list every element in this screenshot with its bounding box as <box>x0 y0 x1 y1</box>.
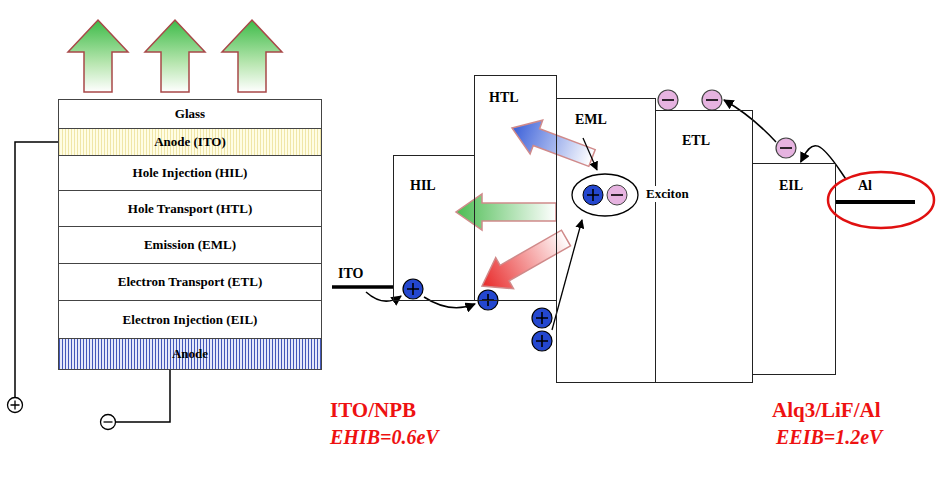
electrode-ellipse: Al <box>826 170 936 230</box>
layer-box: Glass <box>58 99 322 129</box>
layer-name: Hole Injection (HIL) <box>133 165 248 181</box>
minus-sign <box>104 421 113 422</box>
light-arrow <box>222 20 282 92</box>
minus-sign <box>780 147 792 149</box>
plus-sign <box>536 312 548 324</box>
plus-sign <box>407 283 419 295</box>
layer-box: Electron Transport (ETL) <box>58 263 322 301</box>
emission-arrow <box>512 120 595 166</box>
electron-transfer-arrow <box>724 100 776 142</box>
energy-level-box: HIL <box>393 155 475 301</box>
layer-name: Glass <box>175 106 205 122</box>
emission-arrow <box>456 194 556 230</box>
plus-sign <box>482 294 494 306</box>
electron-symbol <box>702 90 722 110</box>
light-arrows <box>68 20 282 92</box>
light-arrow <box>145 20 205 92</box>
electron-symbol <box>607 185 627 205</box>
layer-box: Anode (ITO) <box>58 128 322 156</box>
exciton-outline <box>570 172 640 218</box>
level-name: HTL <box>489 90 519 106</box>
layer-name: Anode (ITO) <box>154 134 226 150</box>
level-name: EIL <box>779 178 803 194</box>
highlight-ellipse <box>828 172 934 228</box>
layer-box: Hole Transport (HTL) <box>58 190 322 227</box>
plus-sign <box>11 401 20 410</box>
level-name: Al <box>858 178 872 194</box>
electron-symbol <box>776 138 796 158</box>
holes <box>403 279 552 351</box>
hole-injection-arrow <box>366 292 401 301</box>
layer-name: Electron Transport (ETL) <box>118 274 262 290</box>
layer-box: Emission (EML) <box>58 226 322 264</box>
hole-symbol <box>532 308 552 328</box>
electrode-outline <box>826 170 936 230</box>
layer-box: Electron Injection (EIL) <box>58 300 322 339</box>
layer-box: Hole Injection (HIL) <box>58 155 322 191</box>
exciton-ellipse-outline <box>572 174 638 216</box>
wire <box>116 370 170 422</box>
barrier-value: EHIB=0.6eV <box>330 426 439 449</box>
energy-level-box: EIL <box>752 163 836 375</box>
light-arrow <box>68 20 128 92</box>
hole-symbol <box>532 331 552 351</box>
interface-label: Alq3/LiF/Al <box>772 398 881 423</box>
layer-name: Hole Transport (HTL) <box>128 201 252 217</box>
energy-level-box: HTL <box>474 75 557 301</box>
layer-name: Anode <box>172 346 208 362</box>
interface-label: ITO/NPB <box>330 398 416 423</box>
level-name: EML <box>575 112 607 128</box>
hole-symbol <box>403 279 423 299</box>
minus-sign <box>611 194 623 196</box>
al-level-line <box>836 200 915 204</box>
level-name: ETL <box>682 133 710 149</box>
terminal-symbol <box>8 398 23 413</box>
hole-transfer-arrow <box>424 297 475 308</box>
recombination-arrow <box>583 138 597 170</box>
wire <box>15 142 58 397</box>
emission-arrow <box>482 230 571 289</box>
energy-level-box: ETL <box>655 110 753 383</box>
minus-sign <box>662 99 674 101</box>
level-name: HIL <box>410 178 436 194</box>
plus-sign <box>536 335 548 347</box>
electrons <box>658 90 796 158</box>
ito-level-line <box>332 285 393 289</box>
layer-name: Electron Injection (EIL) <box>123 312 258 328</box>
hole-symbol <box>478 290 498 310</box>
electron-symbol <box>658 90 678 110</box>
exciton-label: Exciton <box>644 186 691 202</box>
plus-sign <box>587 189 599 201</box>
energy-level-box: Exciton EML <box>556 98 656 383</box>
exciton-ellipse: Exciton <box>570 172 640 218</box>
barrier-value: EEIB=1.2eV <box>776 426 882 449</box>
layer-box: Anode <box>58 338 322 370</box>
terminal-symbol <box>101 415 116 430</box>
layer-name: Emission (EML) <box>144 237 236 253</box>
hole-symbol <box>583 185 603 205</box>
minus-sign <box>706 99 718 101</box>
electrode-label: ITO <box>338 266 363 282</box>
